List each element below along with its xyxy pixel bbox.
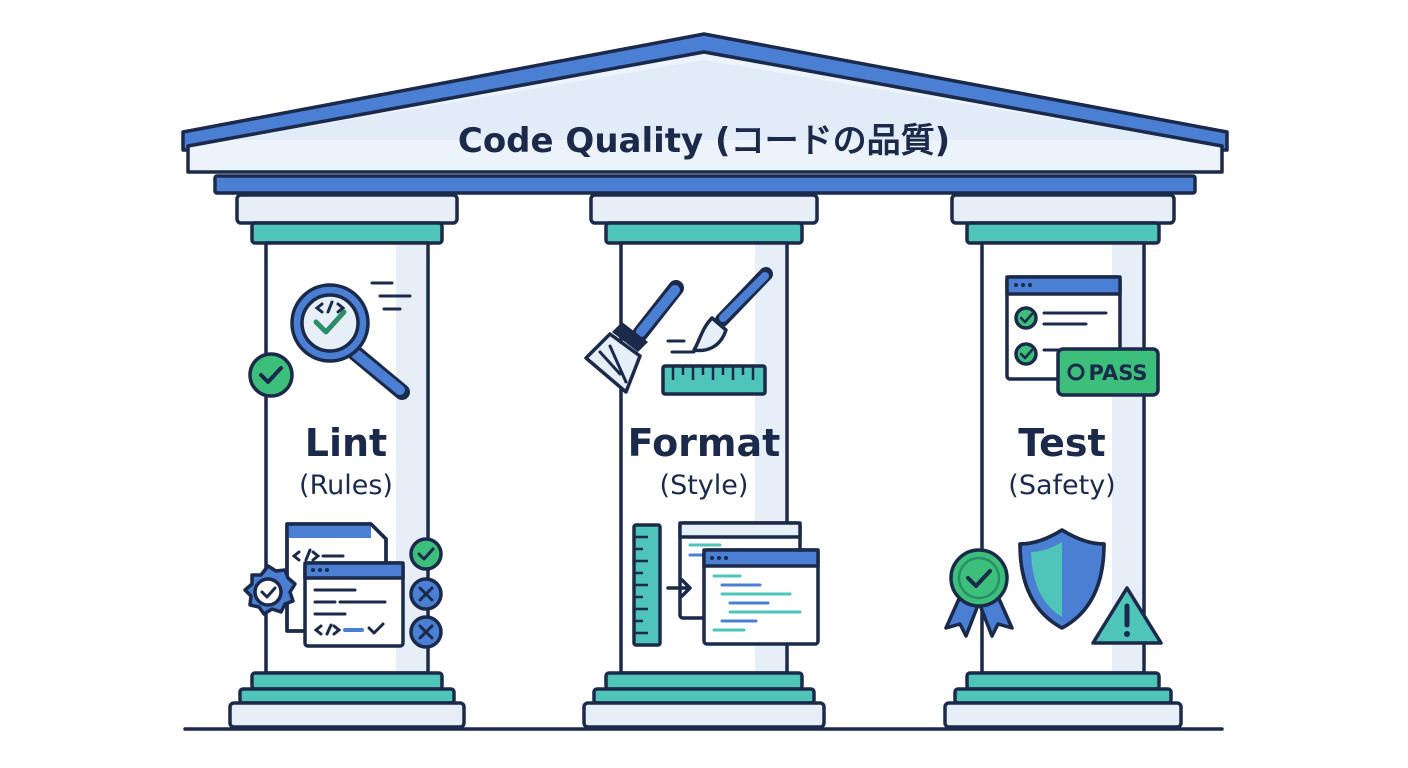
magnifier-check-icon	[290, 281, 412, 400]
pass-badge-text: PASS	[1088, 361, 1147, 385]
check-circle-icon	[409, 537, 443, 571]
roof	[181, 32, 1229, 195]
warning-triangle-icon	[1091, 586, 1163, 645]
ruler-icon	[661, 364, 767, 396]
x-circle-icon	[409, 615, 443, 649]
paintbrush-icon	[666, 267, 773, 354]
brush-icon	[584, 280, 684, 394]
pillar-label-lint: Lint	[305, 421, 387, 465]
pillar-sublabel-format: (Style)	[660, 470, 749, 501]
diagram-title: Code Quality (コードの品質)	[458, 121, 950, 161]
ruler-icon	[632, 523, 662, 647]
gear-check-icon	[243, 564, 297, 616]
x-circle-icon	[409, 577, 443, 611]
code-editor-icon	[666, 521, 820, 646]
pillar-label-test: Test	[1018, 421, 1105, 465]
pass-badge-icon: PASS	[1056, 347, 1160, 397]
pillar-sublabel-test: (Safety)	[1008, 470, 1115, 501]
pillar-label-format: Format	[628, 421, 781, 465]
shield-icon	[1018, 528, 1106, 630]
check-circle-icon	[248, 352, 294, 398]
award-ribbon-icon	[944, 548, 1014, 638]
pillar-sublabel-lint: (Rules)	[299, 470, 393, 501]
code-document-icon	[285, 522, 405, 648]
